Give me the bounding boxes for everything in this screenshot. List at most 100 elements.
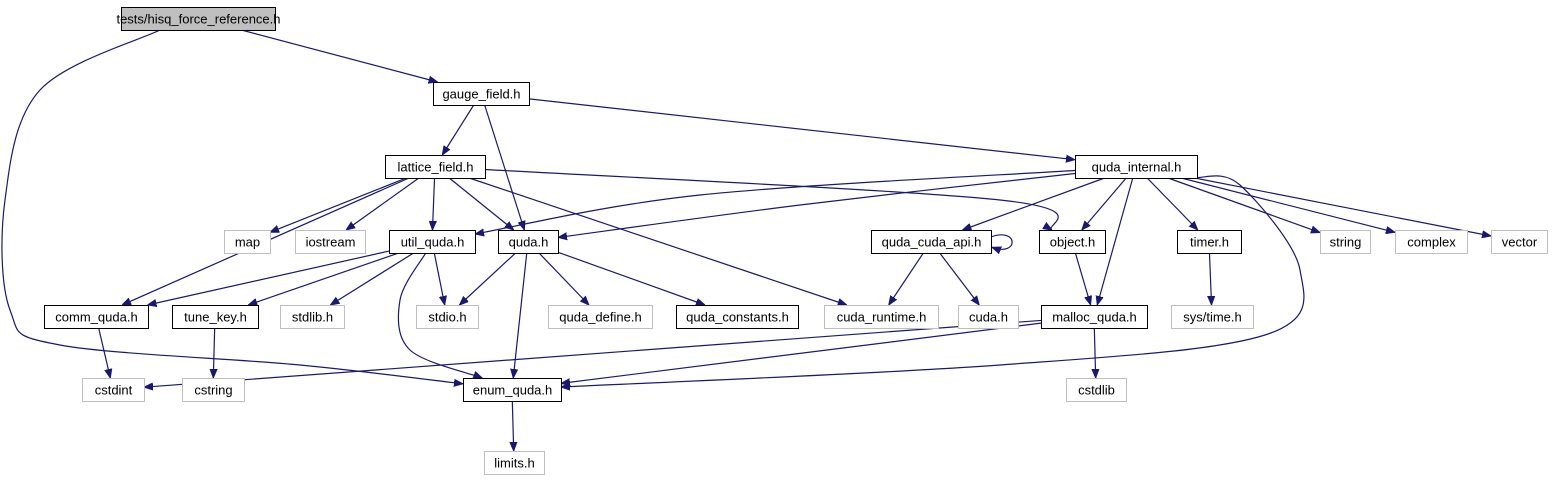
node-label: vector: [1502, 235, 1538, 250]
node-map: map: [224, 230, 271, 254]
edge-malloc_quda-to-cstdint: [144, 319, 1042, 387]
node-box: [1066, 378, 1127, 402]
edge-lattice_field-to-quda: [448, 177, 513, 230]
edge-malloc_quda-to-cstdlib: [1094, 327, 1095, 378]
node-label: cstdlib: [1078, 383, 1115, 398]
edge-util_quda-to-enum_quda: [397, 252, 482, 378]
node-label: object.h: [1050, 235, 1096, 250]
edge-util_quda-to-tune_key: [248, 252, 399, 305]
node-box: [1395, 230, 1468, 254]
node-label: comm_quda.h: [55, 310, 137, 325]
edge-lattice_field-to-util_quda: [432, 177, 434, 230]
node-gauge_field[interactable]: gauge_field.h: [433, 82, 530, 106]
node-box: [182, 378, 245, 402]
node-enum_quda[interactable]: enum_quda.h: [463, 378, 562, 402]
node-vector: vector: [1491, 230, 1548, 254]
edge-tune_key-to-cstring: [213, 327, 214, 378]
edge-quda_cuda_api-to-cuda: [939, 252, 980, 305]
node-box: [1041, 305, 1148, 329]
node-lattice_field[interactable]: lattice_field.h: [385, 155, 486, 179]
edge-quda_internal-to-quda: [558, 172, 1076, 237]
node-label: cuda.h: [969, 310, 1008, 325]
edge-quda-to-enum_quda: [513, 252, 528, 378]
node-box: [1039, 230, 1106, 254]
edge-gauge_field-to-quda: [484, 104, 525, 230]
nodes-layer: tests/hisq_force_reference.h gauge_field.…: [44, 7, 1548, 475]
node-label: timer.h: [1190, 235, 1229, 250]
node-label: quda_define.h: [559, 310, 641, 325]
node-quda_cuda_api[interactable]: quda_cuda_api.h: [871, 230, 992, 254]
edge-enum_quda-to-limits: [512, 400, 513, 451]
node-limits: limits.h: [484, 451, 545, 475]
edge-lattice_field-to-object: [484, 168, 1059, 230]
node-tune_key[interactable]: tune_key.h: [172, 305, 259, 329]
node-object[interactable]: object.h: [1039, 230, 1106, 254]
edge-quda_internal-to-util_quda: [475, 169, 1076, 234]
edge-quda-to-quda_constants: [557, 251, 705, 305]
node-label: cstdint: [95, 383, 133, 398]
node-box: [958, 305, 1019, 329]
node-box: [463, 378, 562, 402]
node-label: iostream: [306, 235, 356, 250]
node-quda_internal[interactable]: quda_internal.h: [1075, 155, 1198, 179]
edge-comm_quda-to-cstdint: [98, 327, 111, 378]
node-cstdlib: cstdlib: [1066, 378, 1127, 402]
node-label: enum_quda.h: [473, 383, 553, 398]
node-util_quda[interactable]: util_quda.h: [389, 230, 476, 254]
node-stdio: stdio.h: [416, 305, 479, 329]
node-label: complex: [1407, 235, 1456, 250]
edge-malloc_quda-to-enum_quda: [561, 322, 1042, 383]
node-box: [484, 451, 545, 475]
node-label: stdio.h: [428, 310, 466, 325]
node-box: [1320, 230, 1371, 254]
node-box: [498, 230, 559, 254]
edge-quda_cuda_api-to-cuda_runtime: [889, 252, 924, 305]
node-timer[interactable]: timer.h: [1177, 230, 1242, 254]
node-cuda: cuda.h: [958, 305, 1019, 329]
edge-quda_internal-to-string: [1167, 177, 1320, 233]
node-label: string: [1330, 235, 1362, 250]
node-box: [1177, 230, 1242, 254]
node-quda_constants[interactable]: quda_constants.h: [676, 305, 799, 329]
node-cuda_runtime: cuda_runtime.h: [824, 305, 939, 329]
edge-quda_internal-to-enum_quda: [561, 175, 1305, 387]
node-iostream: iostream: [295, 230, 366, 254]
node-label: quda_constants.h: [686, 310, 789, 325]
node-stdlib: stdlib.h: [280, 305, 345, 329]
edge-quda_internal-to-quda_cuda_api: [962, 177, 1105, 230]
edge-lattice_field-to-iostream: [346, 177, 420, 230]
edge-lattice_field-to-map: [270, 177, 407, 233]
node-malloc_quda[interactable]: malloc_quda.h: [1041, 305, 1148, 329]
edge-util_quda-to-stdio: [433, 252, 444, 305]
node-box: [385, 155, 486, 179]
node-label: gauge_field.h: [442, 87, 520, 102]
node-hisq_force_reference[interactable]: tests/hisq_force_reference.h: [116, 7, 281, 31]
edges-layer: [1, 25, 1491, 451]
node-quda[interactable]: quda.h: [498, 230, 559, 254]
edge-gauge_field-to-quda_internal: [528, 98, 1075, 160]
edge-quda-to-stdio: [459, 252, 516, 305]
node-box: [1075, 155, 1198, 179]
node-label: malloc_quda.h: [1052, 310, 1137, 325]
node-box: [548, 305, 653, 329]
edge-lattice_field-to-cuda_runtime: [469, 177, 847, 305]
node-comm_quda[interactable]: comm_quda.h: [44, 305, 149, 329]
edge-hisq_force_reference-to-gauge_field: [241, 29, 437, 82]
node-label: sys/time.h: [1183, 310, 1242, 325]
node-complex: complex: [1395, 230, 1468, 254]
node-quda_define: quda_define.h: [548, 305, 653, 329]
node-box: [280, 305, 345, 329]
node-label: tune_key.h: [184, 310, 247, 325]
edge-object-to-malloc_quda: [1074, 252, 1090, 305]
edge-gauge_field-to-lattice_field: [442, 104, 475, 155]
node-box: [416, 305, 479, 329]
node-label: lattice_field.h: [398, 160, 474, 175]
node-box: [82, 378, 145, 402]
node-box: [824, 305, 939, 329]
node-label: stdlib.h: [292, 310, 333, 325]
node-string: string: [1320, 230, 1371, 254]
node-label: util_quda.h: [401, 235, 465, 250]
node-box: [295, 230, 366, 254]
node-box: [389, 230, 476, 254]
